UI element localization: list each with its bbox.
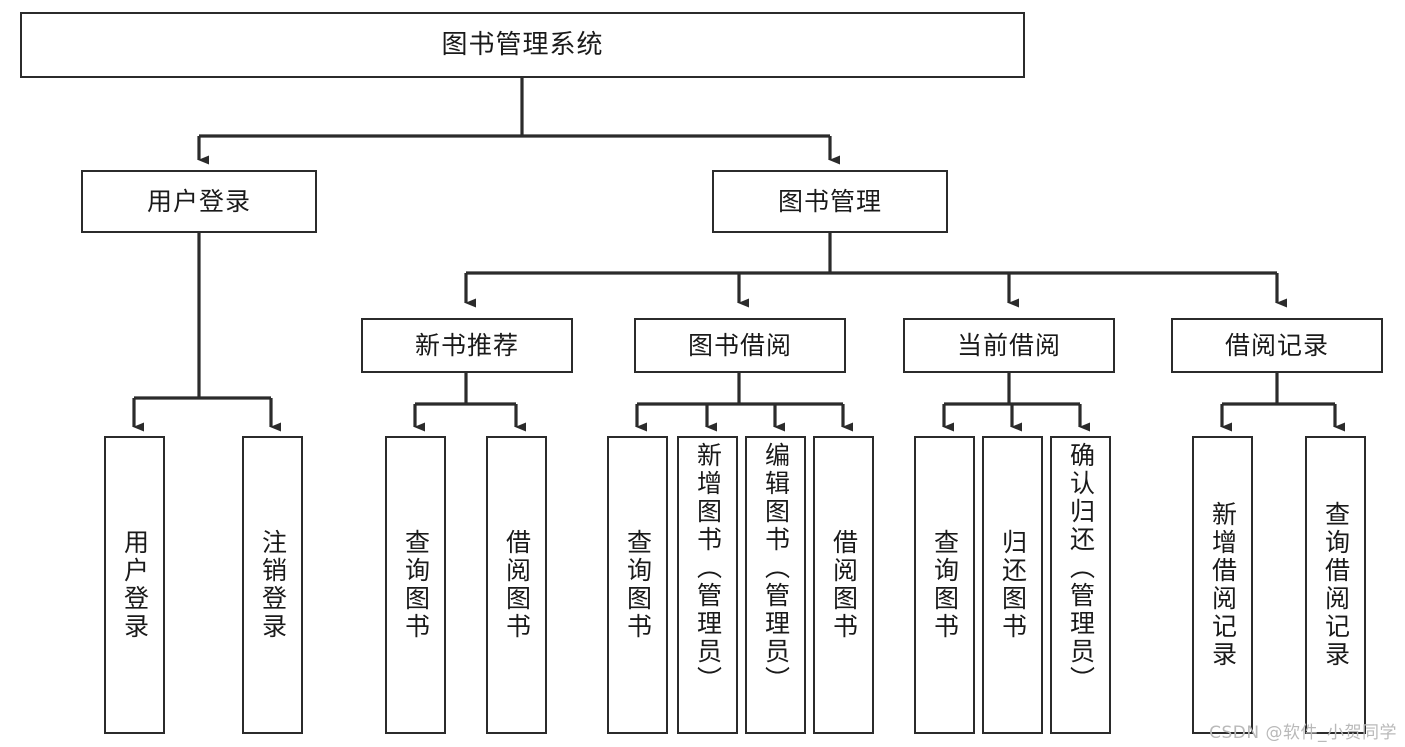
leaf-label: 新增图书（管理员） [693, 442, 723, 694]
node-label: 新书推荐 [414, 330, 519, 360]
leaf-label: 新增借阅记录 [1208, 501, 1238, 669]
leaf-label: 查询借阅记录 [1321, 501, 1351, 669]
node-book-borrow[interactable]: 图书借阅 [634, 318, 846, 373]
leaf-label: 确认归还（管理员） [1066, 442, 1096, 694]
node-label: 借阅记录 [1224, 330, 1329, 360]
leaf-user-login[interactable]: 用户登录 [104, 436, 165, 734]
node-borrow-record[interactable]: 借阅记录 [1171, 318, 1383, 373]
node-label: 当前借阅 [956, 330, 1061, 360]
leaf-label: 查询图书 [930, 529, 960, 641]
leaf-logout[interactable]: 注销登录 [242, 436, 303, 734]
leaf-borrow-book-recommend[interactable]: 借阅图书 [486, 436, 547, 734]
leaf-add-borrow-record[interactable]: 新增借阅记录 [1192, 436, 1253, 734]
node-label: 图书管理 [777, 186, 882, 216]
leaf-query-book-borrow[interactable]: 查询图书 [607, 436, 668, 734]
node-book-management[interactable]: 图书管理 [712, 170, 948, 233]
leaf-label: 借阅图书 [829, 529, 859, 641]
node-current-borrow[interactable]: 当前借阅 [903, 318, 1115, 373]
leaf-label: 查询图书 [401, 529, 431, 641]
leaf-label: 借阅图书 [502, 529, 532, 641]
leaf-label: 用户登录 [120, 529, 150, 641]
node-root-book-management-system[interactable]: 图书管理系统 [20, 12, 1025, 78]
node-label: 图书借阅 [687, 330, 792, 360]
leaf-label: 注销登录 [258, 529, 288, 641]
leaf-query-book-current[interactable]: 查询图书 [914, 436, 975, 734]
leaf-confirm-return-admin[interactable]: 确认归还（管理员） [1050, 436, 1111, 734]
node-label: 用户登录 [146, 186, 251, 216]
node-user-login[interactable]: 用户登录 [81, 170, 317, 233]
node-new-book-recommend[interactable]: 新书推荐 [361, 318, 573, 373]
leaf-add-book-admin[interactable]: 新增图书（管理员） [677, 436, 738, 734]
leaf-label: 查询图书 [623, 529, 653, 641]
leaf-query-book-recommend[interactable]: 查询图书 [385, 436, 446, 734]
watermark-text: CSDN @软件_小贺同学 [1209, 723, 1397, 743]
leaf-query-borrow-record[interactable]: 查询借阅记录 [1305, 436, 1366, 734]
leaf-return-book[interactable]: 归还图书 [982, 436, 1043, 734]
leaf-label: 编辑图书（管理员） [761, 442, 791, 694]
leaf-edit-book-admin[interactable]: 编辑图书（管理员） [745, 436, 806, 734]
leaf-label: 归还图书 [998, 529, 1028, 641]
leaf-borrow-book[interactable]: 借阅图书 [813, 436, 874, 734]
node-label: 图书管理系统 [441, 29, 604, 60]
